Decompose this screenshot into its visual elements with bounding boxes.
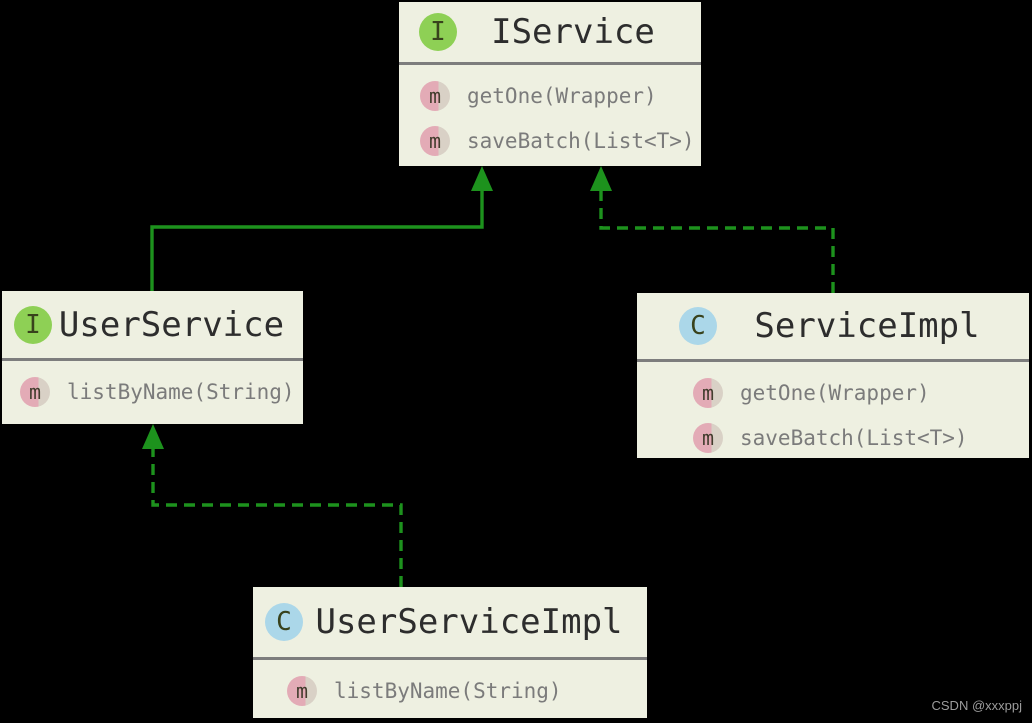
edge-line-dashed[interactable]	[599, 189, 835, 293]
class-name: IService	[491, 12, 655, 52]
class-icon: C	[679, 307, 717, 345]
class-header[interactable]: C ServiceImpl	[637, 293, 1029, 359]
class-header[interactable]: I IService	[399, 2, 701, 62]
method-row[interactable]: m getOne(Wrapper)	[399, 73, 701, 118]
watermark: CSDN @xxxppj	[931, 698, 1023, 713]
class-name: ServiceImpl	[754, 306, 980, 346]
divider	[253, 657, 647, 660]
method-signature: saveBatch(List<T>)	[740, 425, 968, 450]
class-header[interactable]: C UserServiceImpl	[253, 587, 647, 657]
method-row[interactable]: m saveBatch(List<T>)	[637, 415, 1029, 460]
method-icon: m	[693, 422, 723, 453]
method-icon: m	[693, 377, 723, 408]
implements-arrow-icon[interactable]	[590, 166, 612, 191]
class-name: UserServiceImpl	[315, 602, 623, 642]
method-icon: m	[420, 125, 450, 156]
edge-line-dashed[interactable]	[151, 447, 403, 587]
edge-userserviceimpl-implements-userservice[interactable]	[142, 424, 403, 587]
divider	[399, 62, 701, 65]
method-row[interactable]: m listByName(String)	[253, 668, 647, 713]
method-signature: listByName(String)	[334, 678, 562, 703]
class-box-iservice[interactable]: I IService m getOne(Wrapper) m saveBatch…	[399, 2, 701, 166]
divider	[637, 359, 1029, 362]
class-icon: C	[265, 603, 303, 641]
implements-arrow-icon[interactable]	[142, 424, 164, 449]
method-row[interactable]: m saveBatch(List<T>)	[399, 118, 701, 163]
methods-section: m getOne(Wrapper) m saveBatch(List<T>)	[637, 362, 1029, 460]
class-header[interactable]: I UserService	[2, 291, 303, 358]
interface-icon: I	[419, 13, 457, 51]
method-row[interactable]: m getOne(Wrapper)	[637, 370, 1029, 415]
edge-line-solid[interactable]	[150, 189, 484, 291]
method-signature: getOne(Wrapper)	[467, 83, 657, 108]
divider	[2, 358, 303, 361]
class-box-userservice[interactable]: I UserService m listByName(String)	[2, 291, 303, 424]
edge-userservice-extends-iservice[interactable]	[150, 166, 493, 291]
interface-icon: I	[14, 305, 52, 344]
class-box-userserviceimpl[interactable]: C UserServiceImpl m listByName(String)	[253, 587, 647, 718]
methods-section: m getOne(Wrapper) m saveBatch(List<T>)	[399, 65, 701, 163]
method-signature: getOne(Wrapper)	[740, 380, 930, 405]
method-icon: m	[420, 80, 450, 111]
method-icon: m	[20, 376, 50, 407]
inheritance-arrow-icon[interactable]	[471, 166, 493, 191]
methods-section: m listByName(String)	[2, 361, 303, 414]
methods-section: m listByName(String)	[253, 660, 647, 713]
method-signature: saveBatch(List<T>)	[467, 128, 695, 153]
class-box-serviceimpl[interactable]: C ServiceImpl m getOne(Wrapper) m saveBa…	[637, 293, 1029, 458]
method-icon: m	[287, 675, 317, 706]
edge-serviceimpl-implements-iservice[interactable]	[590, 166, 835, 293]
class-name: UserService	[58, 304, 285, 345]
method-signature: listByName(String)	[67, 379, 295, 404]
method-row[interactable]: m listByName(String)	[2, 369, 303, 414]
